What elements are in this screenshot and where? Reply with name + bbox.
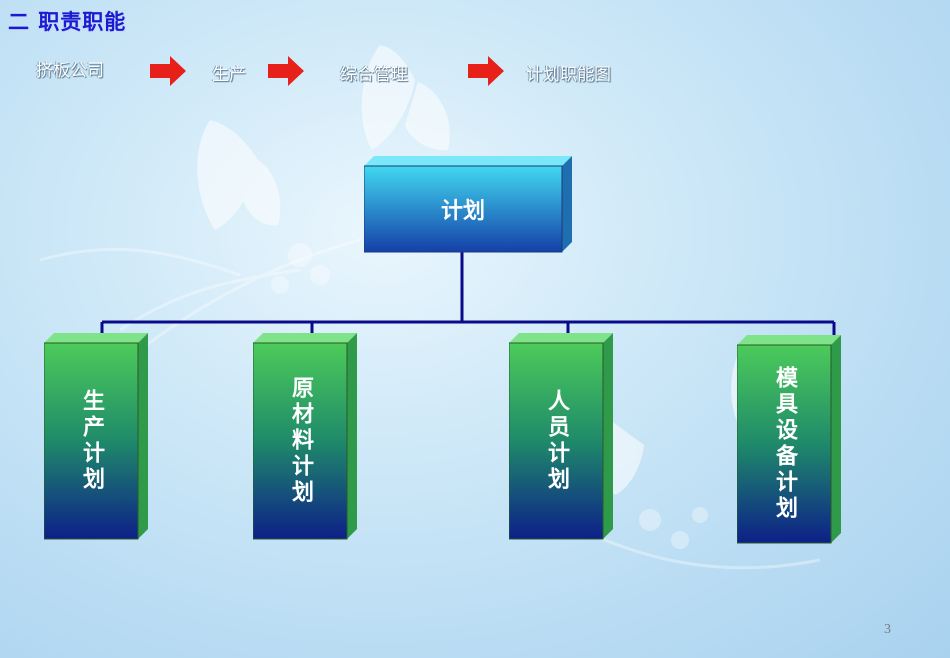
child-node-material-plan: 原材料计划	[253, 333, 359, 541]
breadcrumb-production: 生产	[212, 65, 246, 85]
arrow-right-icon	[268, 56, 304, 86]
page-title: 二 职责职能	[8, 10, 127, 34]
root-node: 计划	[364, 156, 574, 254]
breadcrumb-current: 计划职能图	[526, 65, 611, 85]
arrow-right-icon	[468, 56, 504, 86]
arrow-right-icon	[150, 56, 186, 86]
root-node-label: 计划	[440, 199, 485, 224]
child-node-3d-shape	[253, 333, 357, 540]
child-node-staff-plan: 人员计划	[509, 333, 615, 541]
child-node-label: 人员计划	[544, 389, 569, 493]
child-node-label: 原材料计划	[288, 376, 313, 506]
child-node-production-plan: 生产计划	[44, 333, 150, 541]
page-number: 3	[884, 622, 891, 637]
child-node-3d-shape	[44, 333, 148, 540]
breadcrumb-company: 挤板公司	[36, 61, 104, 81]
root-node-3d-shape	[364, 156, 572, 253]
child-node-3d-shape	[509, 333, 613, 540]
breadcrumb-management: 综合管理	[340, 65, 408, 85]
child-node-label: 模具设备计划	[772, 366, 797, 522]
child-node-mold-equipment-plan: 模具设备计划	[737, 335, 843, 545]
child-node-3d-shape	[737, 335, 841, 544]
child-node-label: 生产计划	[79, 389, 104, 493]
